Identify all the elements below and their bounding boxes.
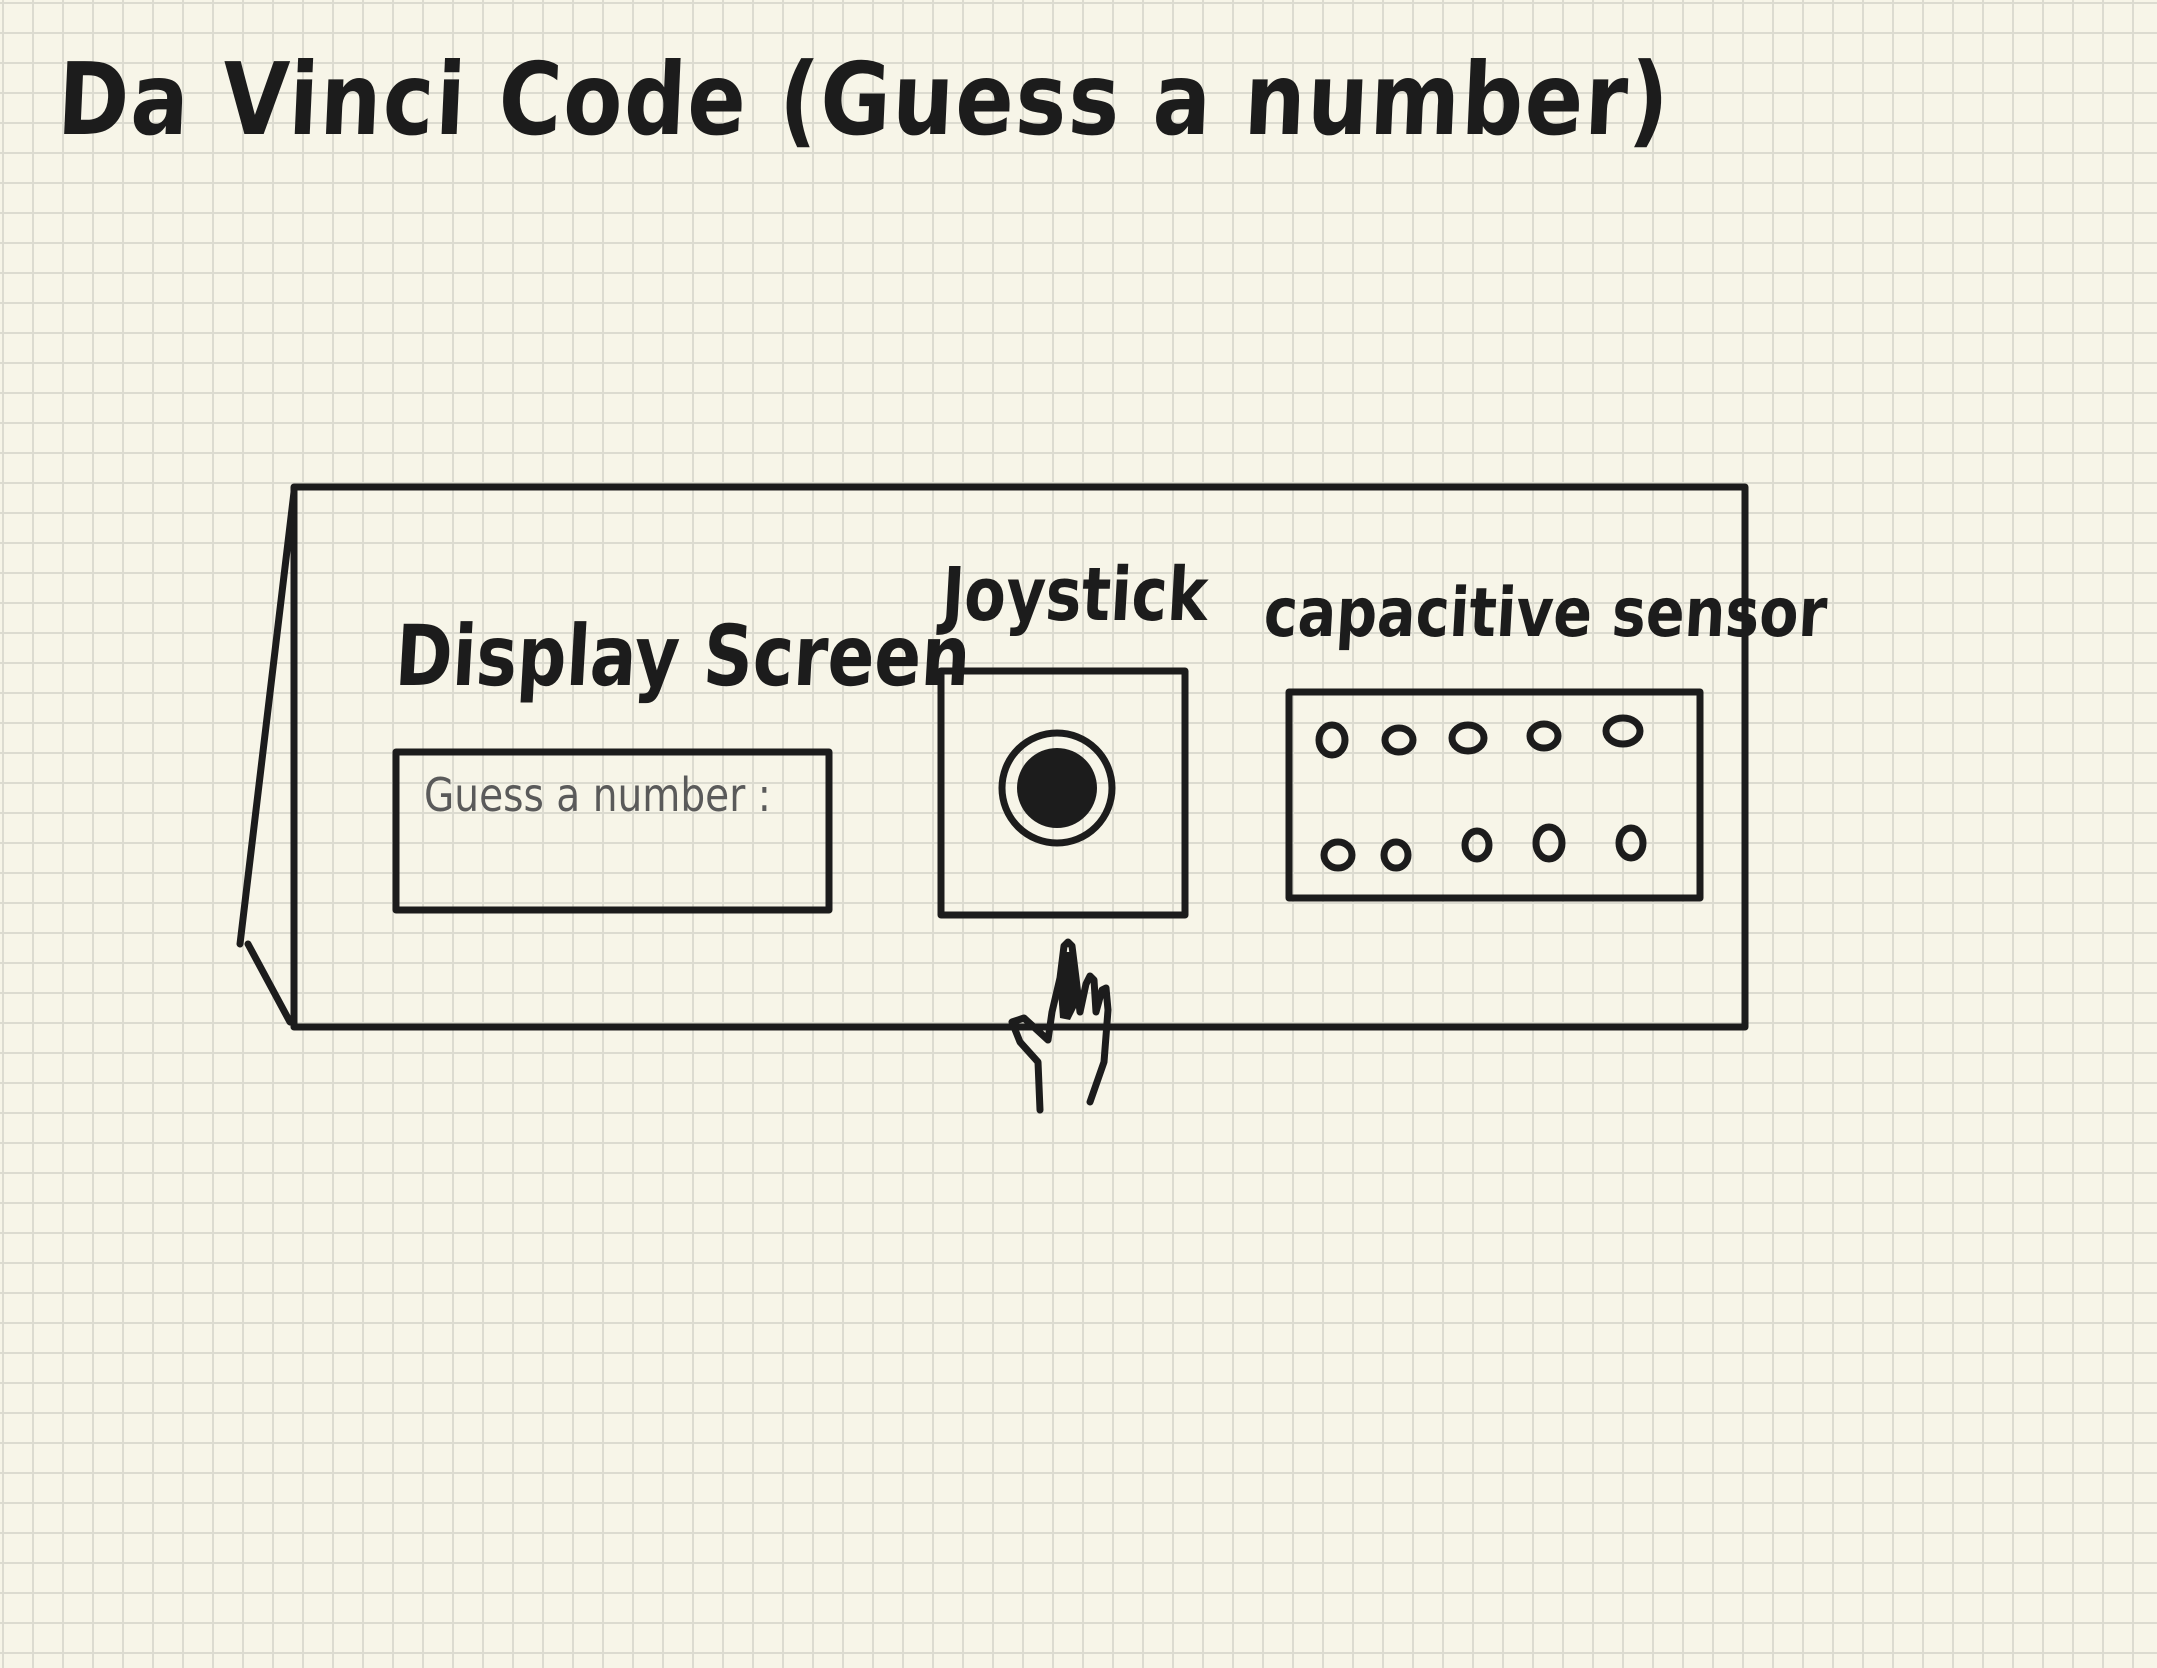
sensor-pad-icon [1532, 823, 1566, 863]
joystick-box [937, 667, 1189, 919]
enclosure-front-face [290, 483, 1749, 1031]
joystick-module [937, 667, 1189, 919]
sensor-pad-grid [1315, 714, 1647, 872]
joystick-label: Joystick [939, 552, 1211, 638]
enclosure-side-edge [236, 488, 298, 948]
capacitive-sensor-module [1285, 688, 1704, 902]
sensor-pad-icon [1320, 838, 1356, 872]
sensor-pad-icon [1380, 838, 1412, 872]
capacitive-sensor-label: capacitive sensor [1261, 574, 1830, 653]
device-enclosure [236, 483, 1749, 1031]
display-screen-label: Display Screen [392, 607, 974, 705]
page-title: Da Vinci Code (Guess a number) [55, 41, 1673, 158]
sensor-pad-icon [1381, 724, 1417, 756]
joystick-knob-icon [998, 729, 1116, 847]
sensor-pad-icon [1602, 714, 1644, 748]
sensor-pad-icon [1615, 824, 1647, 862]
sensor-pad-icon [1526, 720, 1562, 752]
sensor-pad-icon [1461, 827, 1493, 863]
capacitive-sensor-box [1285, 688, 1704, 902]
sensor-pad-icon [1448, 721, 1488, 755]
enclosure-base-edge [244, 940, 294, 1026]
display-prompt-text: Guess a number : [424, 768, 771, 822]
display-screen-box [392, 748, 833, 914]
sensor-pad-icon [1315, 721, 1349, 759]
hand-icon [1008, 938, 1112, 1114]
